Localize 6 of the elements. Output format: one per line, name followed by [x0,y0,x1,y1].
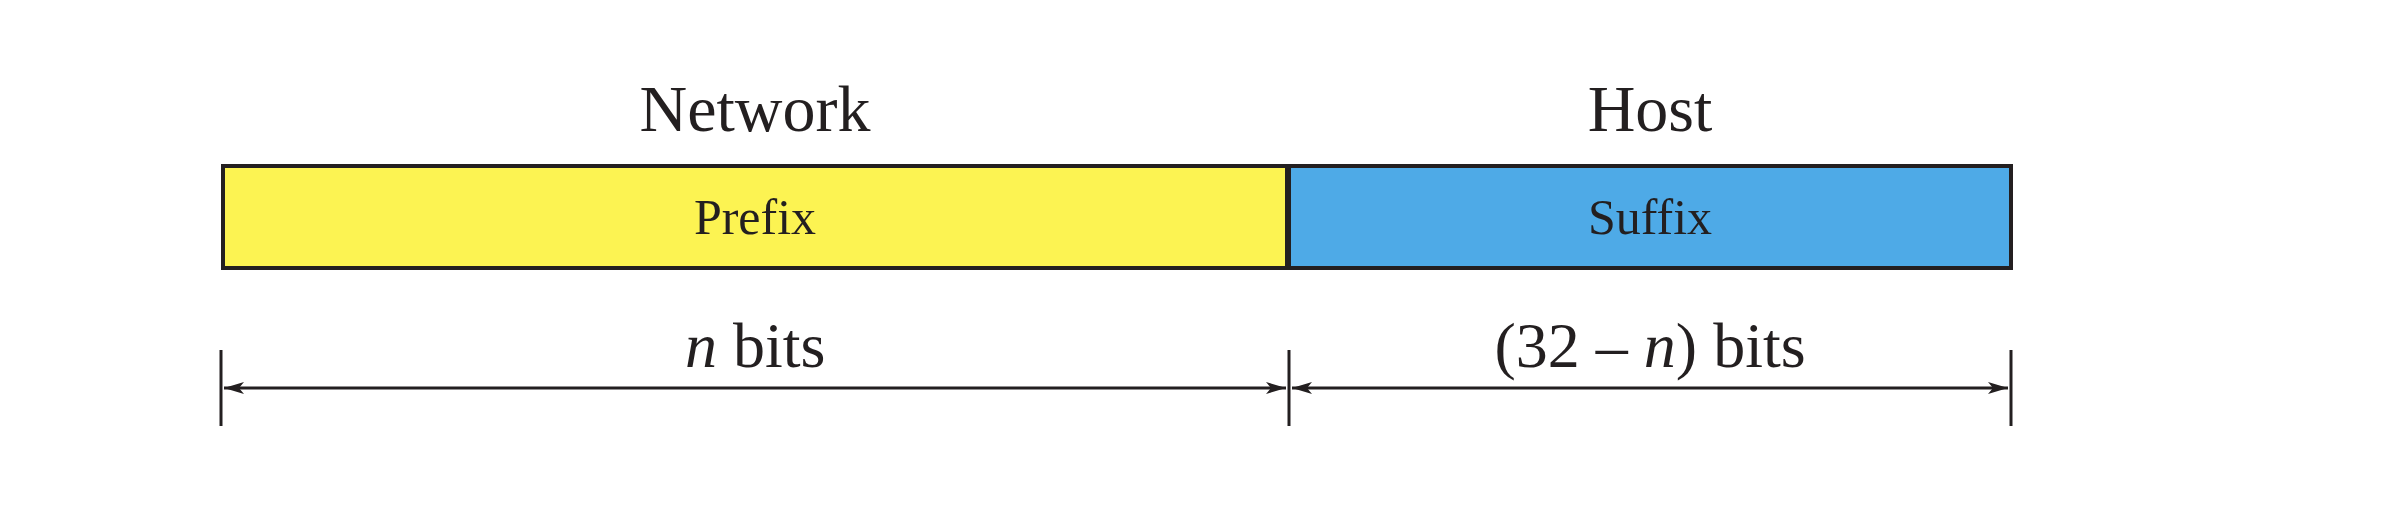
field-label: Suffix [1587,188,1713,247]
field-heading: Network [638,71,872,147]
field-heading: Host [1586,71,1714,147]
field-label: Prefix [693,188,817,247]
dimension-label: (32 – n) bits [1494,310,1806,382]
dimension-label: n bits [685,310,826,382]
